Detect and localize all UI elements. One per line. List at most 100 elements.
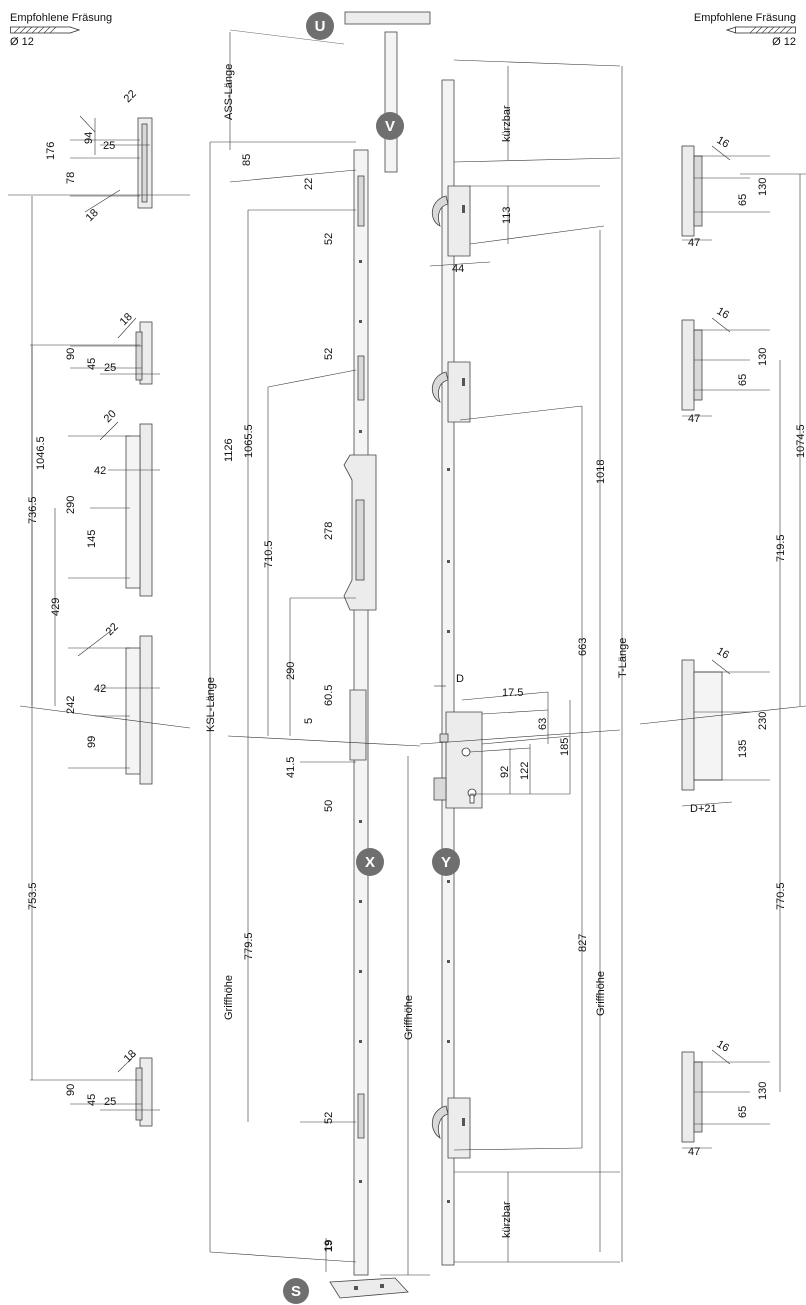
dim-16-rkeep1: 16 xyxy=(715,134,732,151)
dim-290-left: 290 xyxy=(65,496,77,514)
dim-113: 113 xyxy=(501,206,513,224)
right-keep-2 xyxy=(681,317,770,417)
label-griffhoehe-right: Griffhöhe xyxy=(595,971,607,1016)
dim-185: 185 xyxy=(559,738,571,756)
dim-90-keep2: 90 xyxy=(65,348,77,360)
dim-230: 230 xyxy=(757,712,769,730)
dim-78: 78 xyxy=(65,172,77,184)
dim-753-5: 753.5 xyxy=(27,882,39,910)
dim-242: 242 xyxy=(65,696,77,714)
left-milling-title: Empfohlene Fräsung xyxy=(10,12,113,24)
right-keep-1 xyxy=(681,145,806,241)
dim-18-keep5: 18 xyxy=(122,1048,139,1065)
left-drill-bit-icon xyxy=(10,26,80,34)
badge-y-text: Y xyxy=(441,854,451,871)
dim-52-bottom: 52 xyxy=(323,1112,335,1124)
dim-65-rkeep1: 65 xyxy=(737,194,749,206)
badge-s: S xyxy=(283,1278,309,1304)
dim-429: 429 xyxy=(50,598,62,616)
badge-v: V xyxy=(376,112,404,140)
dim-47-rkeep1: 47 xyxy=(688,237,700,249)
left-keep-1 xyxy=(8,115,190,213)
dim-16-rkeep2: 16 xyxy=(715,305,732,322)
label-griffhoehe-left: Griffhöhe xyxy=(223,975,235,1020)
ass-part-v xyxy=(344,11,431,173)
right-milling-title: Empfohlene Fräsung xyxy=(693,12,796,24)
left-keep-5 xyxy=(30,1053,160,1127)
dim-52-mid: 52 xyxy=(323,348,335,360)
dim-135: 135 xyxy=(737,740,749,758)
label-griffhoehe-center: Griffhöhe xyxy=(403,995,415,1040)
ksl-rail xyxy=(343,149,377,1276)
lock-dimension-lines xyxy=(419,59,623,1263)
dim-90-keep5: 90 xyxy=(65,1084,77,1096)
dim-770-5: 770.5 xyxy=(775,882,787,910)
dim-22-keep1: 22 xyxy=(122,88,139,105)
label-d21: D+21 xyxy=(690,803,717,815)
dim-779-5: 779.5 xyxy=(243,932,255,960)
dim-25-keep2: 25 xyxy=(104,362,116,374)
right-keep-4 xyxy=(681,1049,770,1149)
dim-17-5: 17.5 xyxy=(502,687,523,699)
dim-278: 278 xyxy=(323,522,335,540)
dim-65-rkeep4: 65 xyxy=(737,1106,749,1118)
dim-16-rkeep4: 16 xyxy=(715,1038,732,1055)
dim-5: 5 xyxy=(303,718,315,724)
dim-45-keep2: 45 xyxy=(86,358,98,370)
dim-19: 19 xyxy=(323,1240,335,1252)
dim-663: 663 xyxy=(577,638,589,656)
right-drill-diameter: Ø 12 xyxy=(772,36,796,48)
dim-44: 44 xyxy=(452,263,464,275)
dim-65-rkeep2: 65 xyxy=(737,374,749,386)
dim-22-keep4: 22 xyxy=(104,621,121,638)
dim-1074-5: 1074.5 xyxy=(795,424,806,458)
dim-25-keep5: 25 xyxy=(104,1096,116,1108)
label-d: D xyxy=(456,673,464,685)
label-ksl-laenge: KSL-Länge xyxy=(205,677,217,732)
dim-130-rkeep4: 130 xyxy=(757,1082,769,1100)
dim-130-rkeep2: 130 xyxy=(757,348,769,366)
label-ass-laenge: ASS-Länge xyxy=(223,64,235,120)
dim-63: 63 xyxy=(537,718,549,730)
strike-plate-s xyxy=(329,1277,409,1299)
dim-60-5: 60.5 xyxy=(323,685,335,706)
left-drill-diameter: Ø 12 xyxy=(10,36,34,48)
label-t-laenge: T-Länge xyxy=(617,638,629,678)
dim-85: 85 xyxy=(241,154,253,166)
dim-176: 176 xyxy=(45,142,57,160)
dim-45-keep5: 45 xyxy=(86,1094,98,1106)
dim-41-5: 41.5 xyxy=(285,757,297,778)
dim-736-5: 736.5 xyxy=(27,496,39,524)
dim-1065-5: 1065.5 xyxy=(243,424,255,458)
right-milling-header: Empfohlene Fräsung Ø 12 xyxy=(694,12,796,48)
dim-145: 145 xyxy=(86,530,98,548)
dim-52-top: 52 xyxy=(323,233,335,245)
lock-body-rail xyxy=(432,79,483,1266)
left-milling-header: Empfohlene Fräsung Ø 12 xyxy=(10,12,112,48)
dim-47-rkeep2: 47 xyxy=(688,413,700,425)
dim-16-rkeep3: 16 xyxy=(715,645,732,662)
badge-u: U xyxy=(306,12,334,40)
dim-42-keep3: 42 xyxy=(94,465,106,477)
badge-u-text: U xyxy=(315,18,326,35)
label-kuerzbar-bottom: kürzbar xyxy=(501,1201,513,1238)
label-kuerzbar-top: kürzbar xyxy=(501,105,513,142)
dim-719-5: 719.5 xyxy=(775,534,787,562)
badge-y: Y xyxy=(432,848,460,876)
dim-20: 20 xyxy=(102,408,119,425)
dim-1018: 1018 xyxy=(595,460,607,484)
dim-92: 92 xyxy=(499,766,511,778)
dim-1046-5: 1046.5 xyxy=(35,436,47,470)
dim-50: 50 xyxy=(323,800,335,812)
right-keep-3 xyxy=(639,659,806,807)
dim-99: 99 xyxy=(86,736,98,748)
dim-94: 94 xyxy=(83,132,95,144)
dim-1126: 1126 xyxy=(223,438,235,462)
left-keep-2 xyxy=(30,317,160,385)
dim-18-keep1: 18 xyxy=(84,207,101,224)
left-keep-4 xyxy=(19,629,191,785)
dim-18-keep2: 18 xyxy=(118,311,135,328)
badge-x-text: X xyxy=(365,854,375,871)
ksl-dimension-lines xyxy=(209,29,430,1276)
